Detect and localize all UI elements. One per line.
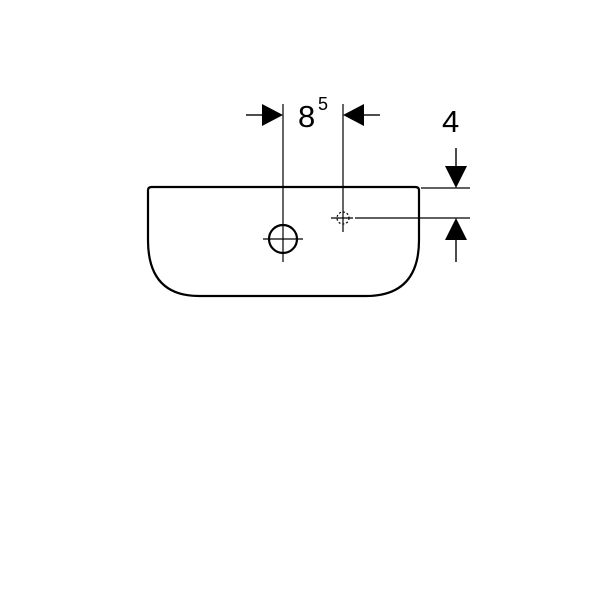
tap-hole-centerlines — [263, 104, 303, 262]
bottom-arrowhead — [445, 218, 467, 240]
right-arrowhead — [343, 104, 364, 126]
horizontal-dimension-arrows — [246, 104, 380, 126]
left-arrowhead — [262, 104, 283, 126]
vertical-dimension-arrows — [445, 148, 467, 262]
vertical-dimension-extensions — [355, 187, 470, 219]
vertical-dimension-value: 4 — [442, 104, 459, 139]
optional-hole-marker — [331, 104, 353, 232]
basin-outline — [146, 185, 421, 298]
horizontal-dimension-superscript: 5 — [318, 94, 328, 114]
top-arrowhead — [445, 166, 467, 188]
horizontal-dimension-value: 8 — [298, 99, 315, 134]
